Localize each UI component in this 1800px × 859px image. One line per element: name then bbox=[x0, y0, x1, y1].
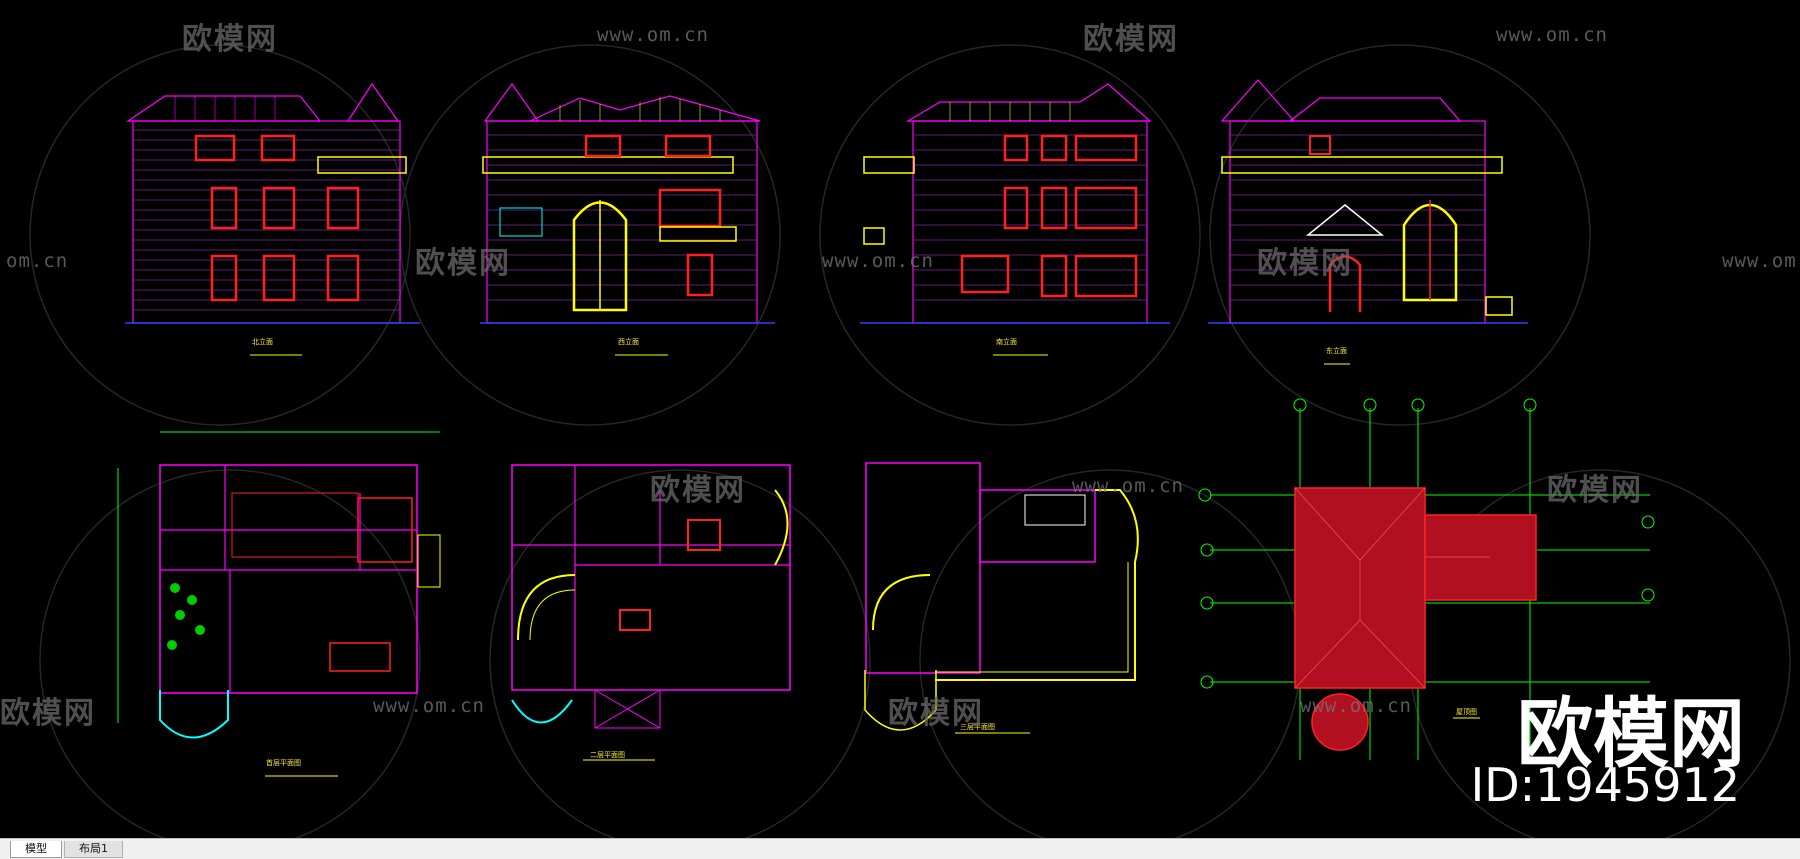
watermark-url-1: www.om.cn bbox=[597, 24, 709, 46]
watermark-logo-7: 欧模网 bbox=[0, 696, 96, 731]
overlay-id: ID:1945912 bbox=[1470, 758, 1740, 812]
watermark-url-5: www.om.cn bbox=[1722, 250, 1800, 272]
watermark-url-6: www.om.cn bbox=[1072, 475, 1184, 497]
title-plan-second: 二层平面图 bbox=[590, 751, 625, 759]
cad-model-space[interactable]: 北立面 西立面 南立面 东立面 首层平面图 二层平面图 三层平面图 屋顶图 欧模… bbox=[0, 0, 1800, 838]
watermark-url-8: www.om.cn bbox=[1300, 695, 1412, 717]
title-elevation-west: 西立面 bbox=[618, 338, 639, 346]
title-elevation-east: 东立面 bbox=[1326, 347, 1347, 355]
tab-layout1[interactable]: 布局1 bbox=[64, 841, 123, 858]
tab-model[interactable]: 模型 bbox=[10, 841, 62, 858]
layout-tab-bar: 模型 布局1 bbox=[0, 838, 1800, 859]
title-plan-third: 三层平面图 bbox=[960, 723, 995, 731]
plan-second-floor bbox=[511, 464, 791, 761]
watermark-logo-6: 欧模网 bbox=[1547, 473, 1643, 508]
title-plan-ground: 首层平面图 bbox=[266, 759, 301, 767]
watermark-url-7: www.om.cn bbox=[373, 695, 485, 717]
watermark-logo-5: 欧模网 bbox=[650, 473, 746, 508]
elevation-east bbox=[1208, 79, 1528, 365]
watermark-url-3: om.cn bbox=[6, 250, 69, 272]
plan-ground-floor bbox=[117, 431, 441, 777]
title-plan-roof: 屋顶图 bbox=[1456, 708, 1477, 716]
watermark-logo-1: 欧模网 bbox=[182, 22, 278, 57]
elevation-west bbox=[480, 82, 775, 356]
overlay-brand: 欧模网 bbox=[1517, 689, 1745, 778]
cad-drawing bbox=[29, 44, 1791, 838]
watermark-logo-8: 欧模网 bbox=[888, 696, 984, 731]
plan-third-floor bbox=[864, 462, 1139, 734]
watermark-logo-2: 欧模网 bbox=[1083, 22, 1179, 57]
watermark-logo-4: 欧模网 bbox=[1257, 246, 1353, 281]
watermark-url-2: www.om.cn bbox=[1496, 24, 1608, 46]
elevation-south bbox=[860, 83, 1170, 356]
plan-roof bbox=[1198, 398, 1655, 760]
watermark-url-4: www.om.cn bbox=[822, 250, 934, 272]
title-elevation-north: 北立面 bbox=[252, 338, 273, 346]
elevation-north bbox=[125, 82, 420, 356]
title-elevation-south: 南立面 bbox=[996, 338, 1017, 346]
watermark-logo-3: 欧模网 bbox=[415, 246, 511, 281]
